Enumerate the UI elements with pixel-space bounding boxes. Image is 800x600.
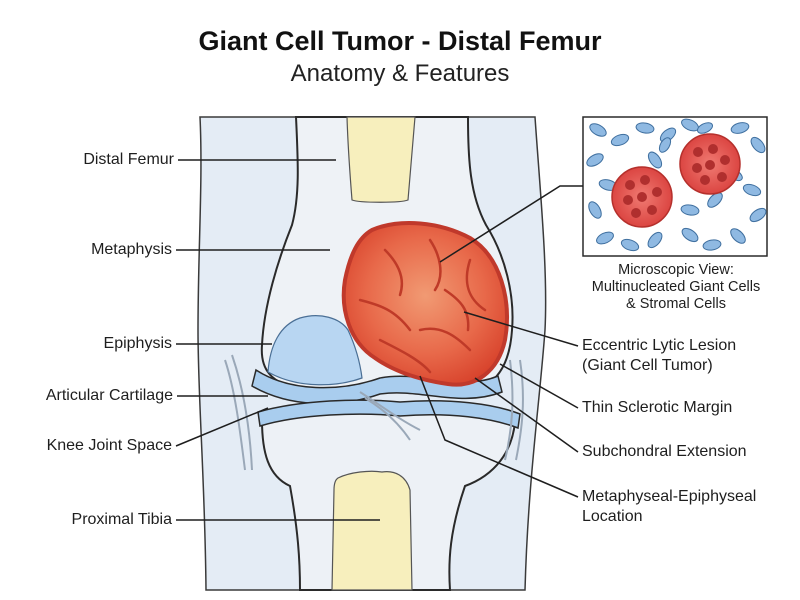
tibia-marrow	[331, 470, 413, 591]
label-thin-sclerotic-margin-line-1: Thin Sclerotic Margin	[582, 399, 733, 416]
label-eccentric-lytic-lesion-line-1: Eccentric Lytic Lesion	[582, 337, 737, 354]
ligaments	[224, 354, 524, 471]
tibial-cartilage	[257, 399, 521, 430]
tumor-septations	[358, 238, 487, 374]
label-articular-cartilage: Articular Cartilage	[45, 387, 173, 404]
femur-marrow	[346, 116, 416, 203]
microscopic-caption-line-2: Multinucleated Giant Cells	[591, 279, 761, 295]
diagram-title: Giant Cell Tumor - Distal Femur	[198, 26, 602, 56]
giant-cell-1	[611, 166, 673, 228]
label-epiphysis: Epiphysis	[103, 335, 172, 352]
epiphysis-region	[267, 315, 363, 386]
label-location-line-2: Location	[582, 508, 643, 525]
label-proximal-tibia: Proximal Tibia	[71, 511, 172, 528]
leader-lines	[175, 159, 583, 521]
label-eccentric-lytic-lesion: Eccentric Lytic Lesion (Giant Cell Tumor…	[582, 336, 736, 376]
label-location-line-1: Metaphyseal-Epiphyseal	[582, 488, 757, 505]
label-knee-joint-space: Knee Joint Space	[46, 437, 172, 454]
label-subchondral-extension: Subchondral Extension	[582, 442, 747, 462]
giant-cell-tumor	[341, 221, 509, 387]
giant-cell-2	[679, 133, 741, 195]
stromal-cells	[586, 118, 767, 252]
label-metaphyseal-epiphyseal-location: Metaphyseal-Epiphyseal Location	[582, 487, 756, 527]
microscopic-caption-line-1: Microscopic View:	[618, 262, 734, 278]
diagram-subtitle: Anatomy & Features	[290, 60, 510, 87]
label-metaphysis: Metaphysis	[91, 241, 172, 258]
microscopic-caption: Microscopic View: Multinucleated Giant C…	[578, 262, 774, 313]
microscopic-caption-line-3: & Stromal Cells	[626, 296, 726, 312]
label-thin-sclerotic-margin: Thin Sclerotic Margin	[582, 398, 732, 418]
microscopic-inset	[582, 116, 768, 257]
label-distal-femur: Distal Femur	[83, 151, 174, 168]
label-eccentric-lytic-lesion-line-2: (Giant Cell Tumor)	[582, 357, 713, 374]
label-subchondral-extension-line-1: Subchondral Extension	[582, 443, 747, 460]
